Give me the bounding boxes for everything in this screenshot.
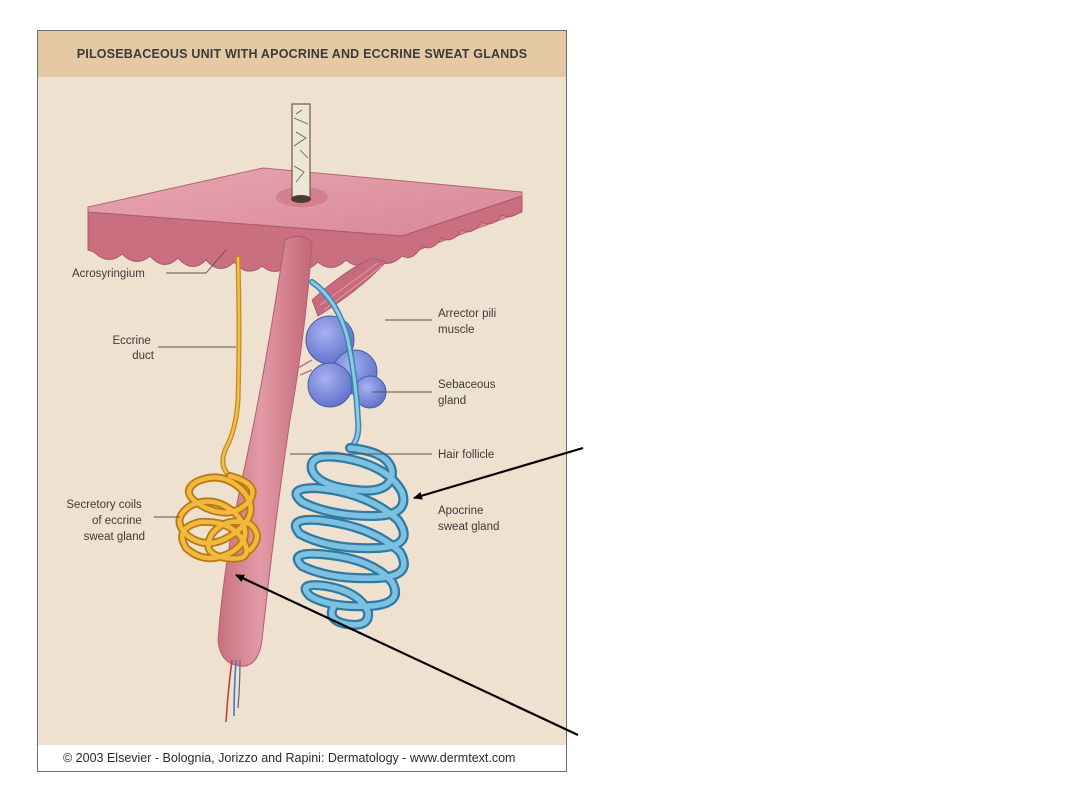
label-sebaceous-gland: Sebaceous gland: [438, 379, 499, 407]
label-eccrine-duct: Eccrine duct: [112, 335, 154, 362]
epidermis-layer: [87, 167, 523, 272]
eccrine-duct-shape: [220, 255, 242, 479]
label-hair-follicle: Hair follicle: [438, 449, 494, 461]
figure-title: PILOSEBACEOUS UNIT WITH APOCRINE AND ECC…: [38, 31, 566, 77]
label-leader-lines: [154, 249, 432, 518]
label-acrosyringium: Acrosyringium: [72, 268, 145, 280]
hair-shaft: [291, 103, 311, 203]
arrector-pili-muscle: [311, 257, 387, 317]
apocrine-gland-coils: [290, 443, 409, 630]
annotation-arrow-eccrine: [235, 574, 579, 736]
follicle-base-fibers: [225, 659, 241, 723]
eccrine-secretory-coils: [175, 472, 261, 563]
figure-credit: © 2003 Elsevier - Bolognia, Jorizzo and …: [38, 745, 566, 771]
hair-follicle-shape: [217, 236, 313, 667]
label-apocrine-gland: Apocrine sweat gland: [438, 505, 499, 533]
label-secretory-coils: Secretory coils of eccrine sweat gland: [66, 499, 145, 543]
label-arrector-pili-muscle: Arrector pili muscle: [438, 308, 499, 336]
annotation-arrow-apocrine: [413, 446, 584, 500]
